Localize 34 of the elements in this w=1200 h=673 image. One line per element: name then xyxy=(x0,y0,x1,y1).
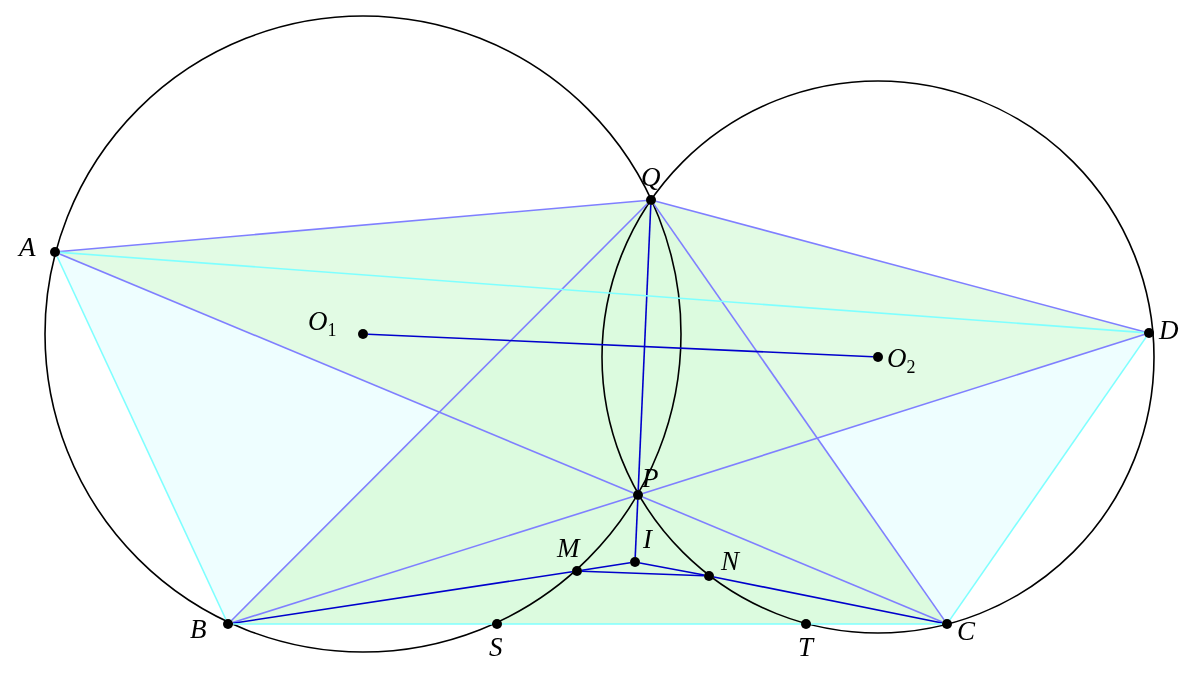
point-label: A xyxy=(19,234,36,261)
line-segment xyxy=(655,200,1145,333)
point-label: T xyxy=(798,634,814,661)
line-segment xyxy=(59,251,1145,334)
line-segment xyxy=(232,570,573,625)
point-label: S xyxy=(489,634,503,661)
line-segment xyxy=(634,499,639,558)
line-segment xyxy=(58,253,635,494)
point-label: Q xyxy=(641,164,661,191)
line-segment xyxy=(56,255,227,621)
point-label: O$_{2}$ xyxy=(887,345,916,380)
line-segment xyxy=(641,333,1146,495)
line-segment xyxy=(232,623,493,625)
line-segment xyxy=(231,495,635,624)
point-label: M xyxy=(557,535,580,562)
point-label: D xyxy=(1159,317,1179,344)
line-segment xyxy=(59,199,647,253)
line-segment xyxy=(639,562,705,576)
line-segment xyxy=(581,570,705,577)
line-segment xyxy=(367,333,874,358)
line-segment xyxy=(581,561,631,572)
point-label: C xyxy=(957,618,975,645)
line-segment xyxy=(230,202,649,622)
line-segment xyxy=(653,203,945,621)
point-label: N xyxy=(721,548,739,575)
line-segment xyxy=(641,496,944,623)
line-segment xyxy=(949,336,1147,621)
point-label: I xyxy=(643,526,652,553)
line-segment xyxy=(637,204,652,491)
line-segment xyxy=(713,576,943,624)
point-label: B xyxy=(190,616,207,643)
line-segment xyxy=(810,623,943,625)
point-label: O$_{1}$ xyxy=(308,308,337,343)
line-segment xyxy=(501,623,802,625)
